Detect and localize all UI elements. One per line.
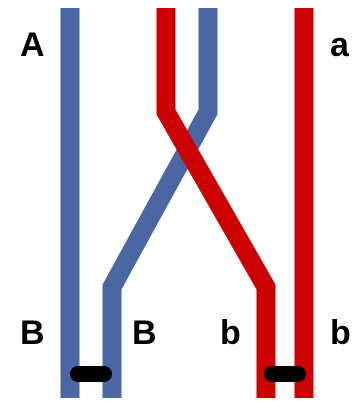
label-top-left: A xyxy=(20,26,45,64)
label-bottom-2: B xyxy=(132,314,157,352)
label-bottom-4: b xyxy=(330,314,351,352)
blue-crossover-strand xyxy=(102,8,218,398)
centromere-left xyxy=(70,366,112,382)
label-bottom-1: B xyxy=(20,314,45,352)
red-crossover-strand xyxy=(156,8,276,398)
label-bottom-3: b xyxy=(220,314,241,352)
centromere-right xyxy=(264,366,306,382)
label-top-right: a xyxy=(330,26,350,64)
